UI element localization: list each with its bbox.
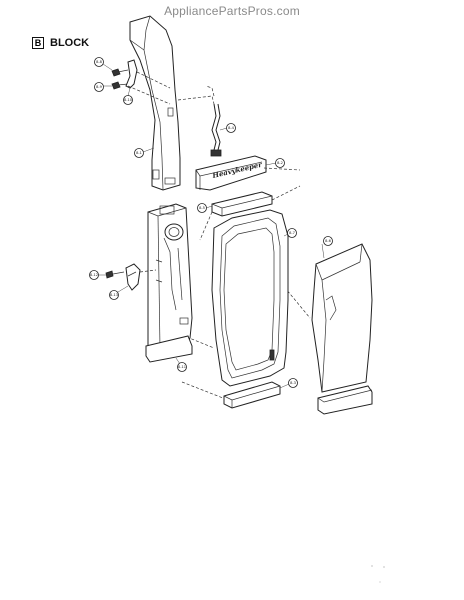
callout-label: 8-7	[289, 231, 295, 235]
callout-label: 8-5	[199, 206, 205, 210]
callout-label: 8-6	[325, 239, 332, 243]
upper-handle-tube[interactable]	[129, 15, 181, 191]
callout-label: 8-12	[90, 273, 98, 277]
callout-8-13[interactable]: 8-13	[109, 285, 129, 300]
section-letter-box: B	[32, 37, 44, 49]
section-title: BLOCK	[50, 37, 90, 49]
callout-8-12[interactable]: 8-12	[89, 270, 107, 280]
dust-bag[interactable]	[311, 243, 373, 415]
callout-8-1[interactable]: 8-1	[134, 147, 155, 158]
callout-label: 8-8	[96, 60, 103, 64]
bag-housing[interactable]	[211, 209, 289, 387]
callout-8-6[interactable]: 8-6	[321, 236, 333, 259]
callout-8-7[interactable]: 8-7	[283, 228, 297, 238]
handle-screws[interactable]	[111, 59, 171, 105]
callout-label: 8-13	[110, 293, 118, 297]
callout-label: 8-2	[277, 161, 283, 165]
lower-latch[interactable]	[105, 263, 157, 291]
section-header: B BLOCK	[32, 37, 89, 49]
callout-label: 8-11	[178, 365, 186, 369]
callout-label: 8-10	[124, 98, 133, 102]
callout-label: 8-3	[290, 381, 296, 385]
lower-body-housing[interactable]	[145, 203, 193, 363]
callout-8-5[interactable]: 8-5	[197, 203, 213, 213]
callout-8-3[interactable]: 8-3	[279, 378, 298, 389]
callout-8-9[interactable]: 8-9	[94, 82, 113, 92]
callout-8-11[interactable]: 8-11	[175, 357, 187, 372]
callout-label: 8-1	[136, 151, 142, 155]
scan-specks	[371, 565, 385, 583]
cord-switch-assembly[interactable]	[177, 85, 222, 157]
lower-bar[interactable]	[223, 381, 281, 409]
callout-8-10[interactable]: 8-10	[123, 87, 133, 105]
callout-8-2[interactable]: 8-2	[265, 158, 285, 168]
handle-grip-cover[interactable]: Heavykeeper	[195, 155, 267, 191]
watermark: AppliancePartsPros.com	[164, 4, 300, 18]
callout-label: 8-9	[96, 85, 103, 89]
callout-8-4[interactable]: 8-4	[219, 123, 236, 133]
callout-label: 8-4	[228, 126, 235, 130]
callout-8-8[interactable]: 8-8	[94, 57, 113, 71]
